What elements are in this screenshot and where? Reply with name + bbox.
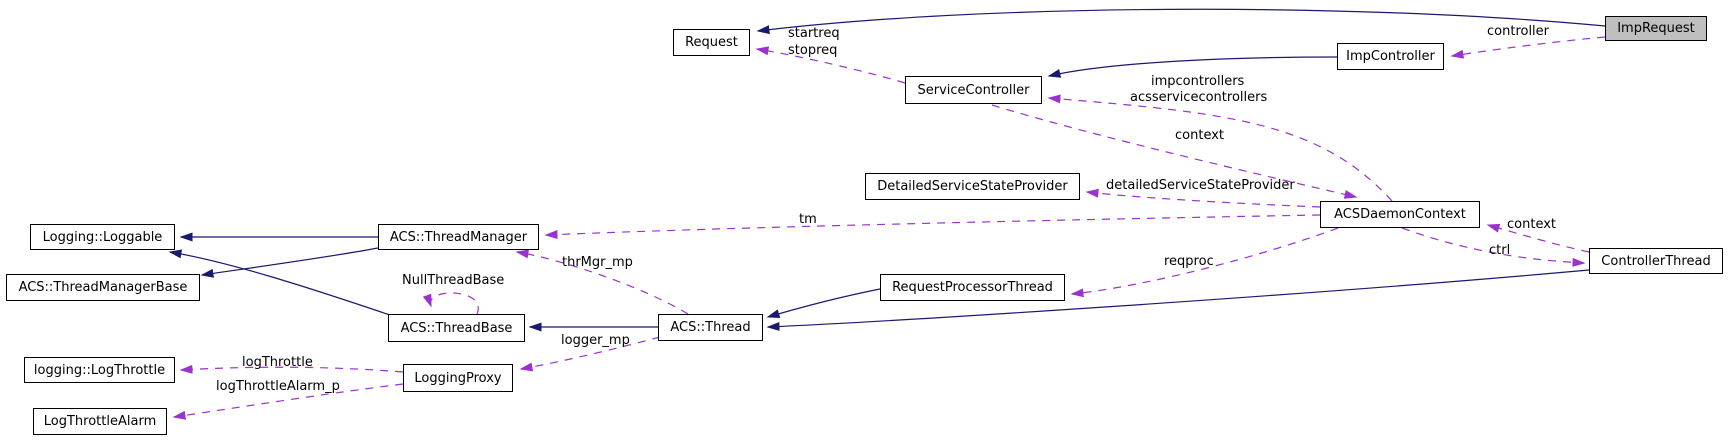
node-threadmanagerbase[interactable]: ACS::ThreadManagerBase: [6, 274, 200, 301]
edge-acsdaemoncontext-to-threadmanager: [544, 214, 1321, 240]
node-label: ACS::ThreadManager: [389, 229, 528, 245]
edge-acsdaemoncontext-to-controllerthread: [1401, 227, 1586, 267]
node-label: ImpController: [1346, 49, 1435, 64]
edge-thread-to-loggingproxy: [519, 336, 661, 372]
label-thrmgr-mp: thrMgr_mp: [562, 255, 633, 270]
label-acsservicecontrollers: acsservicecontrollers: [1130, 90, 1268, 105]
label-logthrottlealarm-p: logThrottleAlarm_p: [216, 379, 340, 394]
node-request[interactable]: Request: [673, 29, 750, 56]
edge-acsdaemoncontext-to-requestprocessorthread: [1070, 227, 1339, 298]
node-loggingproxy[interactable]: LoggingProxy: [403, 364, 513, 392]
label-ctrl: ctrl: [1489, 243, 1511, 258]
edge-servicecontroller-to-acsdaemoncontext: [991, 104, 1358, 199]
node-requestprocessorthread[interactable]: RequestProcessorThread: [880, 274, 1065, 301]
node-threadmanager[interactable]: ACS::ThreadManager: [378, 224, 539, 250]
edge-acsdaemoncontext-to-servicecontroller: [1047, 94, 1393, 202]
node-thread[interactable]: ACS::Thread: [658, 314, 763, 341]
node-controllerthread[interactable]: ControllerThread: [1589, 248, 1723, 274]
node-label: LoggingProxy: [414, 370, 502, 386]
label-stopreq: stopreq: [788, 43, 838, 58]
label-controller: controller: [1487, 24, 1550, 39]
edge-thread-to-threadmanager: [515, 249, 689, 315]
node-label: ServiceController: [917, 82, 1030, 98]
label-impcontrollers: impcontrollers: [1151, 74, 1245, 89]
node-imprequest[interactable]: ImpRequest: [1605, 16, 1707, 41]
label-logger-mp: logger_mp: [561, 333, 630, 348]
node-label: logging::LogThrottle: [33, 362, 166, 378]
node-label: ImpRequest: [1617, 21, 1695, 36]
node-logthrottle[interactable]: logging::LogThrottle: [24, 357, 175, 383]
node-label: RequestProcessorThread: [892, 280, 1053, 295]
node-loggable[interactable]: Logging::Loggable: [30, 224, 175, 250]
edge-threadmanager-to-threadmanagerbase: [200, 247, 379, 278]
edge-threadbase-self-loop: [422, 292, 479, 315]
edge-acsdaemoncontext-to-detailedservicestateprovider: [1085, 188, 1321, 208]
label-context-servicecontroller: context: [1175, 128, 1224, 143]
edge-requestprocessorthread-to-thread: [766, 288, 881, 319]
label-context-controllerthread: context: [1507, 217, 1556, 232]
edge-imprequest-to-impcontroller: [1450, 36, 1606, 59]
label-reqproc: reqproc: [1164, 254, 1214, 269]
node-threadbase[interactable]: ACS::ThreadBase: [388, 314, 525, 342]
node-label: Request: [685, 35, 738, 50]
edge-controllerthread-to-acsdaemoncontext: [1486, 223, 1590, 253]
edge-imprequest-to-request: [756, 8, 1606, 35]
node-label: ACSDaemonContext: [1334, 207, 1466, 222]
node-servicecontroller[interactable]: ServiceController: [905, 76, 1042, 104]
node-detailedservicestateprovider[interactable]: DetailedServiceStateProvider: [865, 173, 1080, 200]
edge-threadbase-to-loggable: [168, 249, 391, 316]
node-label: ControllerThread: [1601, 253, 1711, 269]
edge-loggingproxy-to-logthrottlealarm: [172, 383, 404, 420]
label-nullthreadbase: NullThreadBase: [402, 273, 505, 288]
label-logthrottle: logThrottle: [242, 355, 313, 370]
label-detailedservicestateprovider: detailedServiceStateProvider: [1106, 178, 1295, 193]
node-acsdaemoncontext[interactable]: ACSDaemonContext: [1320, 201, 1480, 228]
edge-servicecontroller-to-request: [755, 46, 906, 84]
label-startreq: startreq: [788, 26, 840, 41]
node-label: Logging::Loggable: [42, 229, 163, 245]
edge-loggingproxy-to-logthrottle: [179, 364, 404, 374]
node-logthrottlealarm[interactable]: LogThrottleAlarm: [33, 408, 167, 435]
node-label: ACS::ThreadManagerBase: [18, 280, 188, 295]
node-impcontroller[interactable]: ImpController: [1337, 43, 1444, 70]
label-tm: tm: [799, 212, 817, 227]
node-label: ACS::ThreadBase: [400, 320, 513, 336]
node-label: DetailedServiceStateProvider: [877, 179, 1068, 194]
edge-impcontroller-to-servicecontroller: [1047, 56, 1338, 78]
node-label: ACS::Thread: [670, 320, 751, 335]
node-label: LogThrottleAlarm: [43, 414, 157, 429]
edge-controllerthread-to-thread: [766, 269, 1590, 331]
